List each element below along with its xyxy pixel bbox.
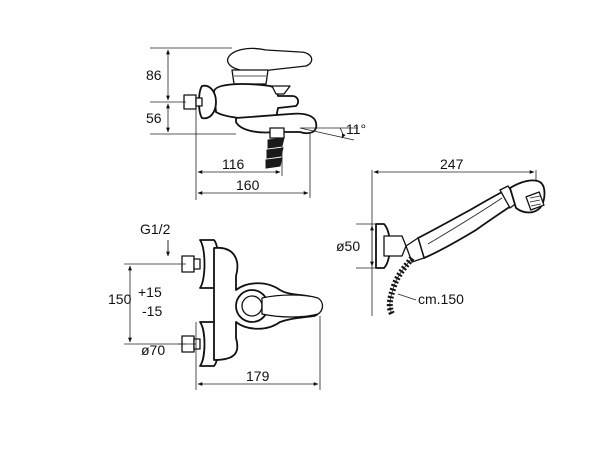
dim-thread: G1/2 [140,221,171,237]
dim-width-spout: 116 [222,156,245,172]
hand-shower-view: 247 ø50 cm.150 [336,156,546,316]
dim-shower-length: 247 [440,156,464,172]
dim-spacing-plus: +15 [138,284,162,300]
side-lever [226,47,313,73]
dim-front-width: 179 [246,368,270,384]
dim-width-total: 160 [236,177,260,193]
shower-hose [386,256,415,316]
dim-spacing-main: 150 [108,291,132,307]
front-view: G1/2 150 +15 -15 ø70 179 [108,221,324,390]
side-diverter [271,85,291,95]
side-cartridge [231,69,269,85]
dim-height-bottom: 56 [146,110,162,126]
dim-hose-length: cm.150 [418,291,464,307]
dim-holder-diameter: ø50 [336,238,360,254]
front-lever [261,294,324,318]
dim-height-top: 86 [146,67,162,83]
side-hose-thread [265,137,285,169]
dim-angle: 11° [346,121,366,137]
side-spout [235,112,318,135]
side-hose-outlet [269,127,285,139]
dim-flange-diameter: ø70 [141,342,165,358]
shower-handle [417,189,515,259]
side-view: 86 56 11° 116 160 [146,47,366,200]
dim-spacing-minus: -15 [142,303,162,319]
